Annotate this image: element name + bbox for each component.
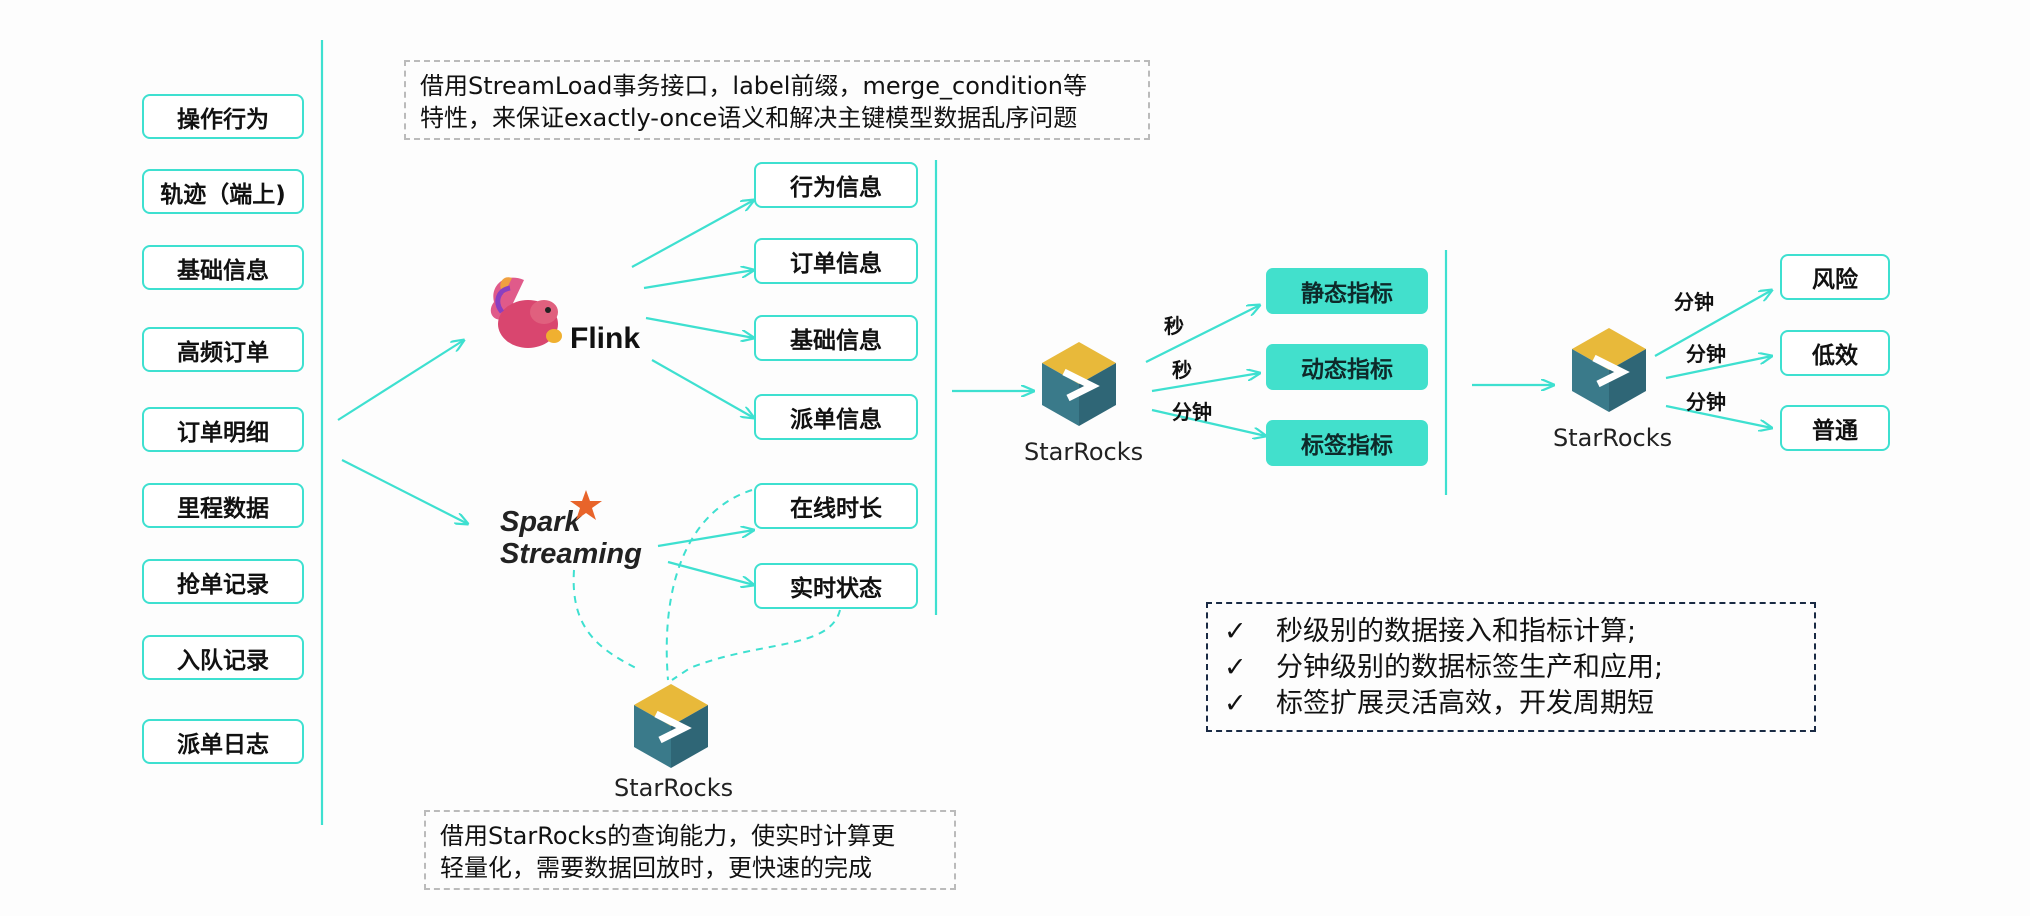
starrocks-logo-icon <box>1572 328 1646 412</box>
source-box: 抢单记录 <box>142 559 304 604</box>
metric-box: 标签指标 <box>1266 420 1428 466</box>
spark-streaming-label: Spark Streaming <box>500 506 642 570</box>
summary-text: 秒级别的数据接入和指标计算; <box>1276 616 1637 647</box>
flink-label: Flink <box>570 322 641 355</box>
output-box: 风险 <box>1780 254 1890 300</box>
info-box: 行为信息 <box>754 162 918 208</box>
summary-row: ✓ 分钟级别的数据标签生产和应用; <box>1224 650 1798 686</box>
source-box: 里程数据 <box>142 483 304 528</box>
info-box: 派单信息 <box>754 394 918 440</box>
source-box: 高频订单 <box>142 327 304 372</box>
note-bottom-line2: 轻量化，需要数据回放时，更快速的完成 <box>440 854 872 882</box>
starrocks-label: StarRocks <box>1553 424 1673 452</box>
info-box: 基础信息 <box>754 315 918 361</box>
source-box: 轨迹（端上) <box>142 169 304 214</box>
summary-row: ✓ 秒级别的数据接入和指标计算; <box>1224 614 1798 650</box>
starrocks-logo-icon <box>1042 342 1116 426</box>
spark-star-icon <box>570 490 602 520</box>
starrocks-label: StarRocks <box>1024 438 1144 466</box>
source-box: 订单明细 <box>142 407 304 452</box>
dashed-status-to-sr <box>671 609 841 681</box>
note-top-line2: 特性，来保证exactly-once语义和解决主键模型数据乱序问题 <box>420 104 1078 132</box>
summary-row: ✓ 标签扩展灵活高效，开发周期短 <box>1224 686 1798 722</box>
metric-box: 静态指标 <box>1266 268 1428 314</box>
source-box: 派单日志 <box>142 719 304 764</box>
flink-squirrel-icon <box>490 277 562 348</box>
note-bottom-line1: 借用StarRocks的查询能力，使实时计算更 <box>440 822 896 850</box>
spark-label: Spark <box>500 506 581 538</box>
check-icon: ✓ <box>1224 688 1247 719</box>
streaming-label: Streaming <box>500 538 642 570</box>
source-box: 基础信息 <box>142 245 304 290</box>
check-icon: ✓ <box>1224 652 1247 683</box>
info-box: 实时状态 <box>754 563 918 609</box>
check-icon: ✓ <box>1224 616 1247 647</box>
output-box: 低效 <box>1780 330 1890 376</box>
edge-label: 秒 <box>1164 314 1184 338</box>
metric-box: 动态指标 <box>1266 344 1428 390</box>
edge-label: 分钟 <box>1674 290 1714 314</box>
edge-label: 分钟 <box>1172 400 1212 424</box>
dashed-spark-to-sr <box>572 569 641 671</box>
edge-label: 分钟 <box>1686 342 1726 366</box>
edge-label: 秒 <box>1172 358 1192 382</box>
summary-box: ✓ 秒级别的数据接入和指标计算; ✓ 分钟级别的数据标签生产和应用; ✓ 标签扩… <box>1206 602 1816 732</box>
note-starrocks-query: 借用StarRocks的查询能力，使实时计算更 轻量化，需要数据回放时，更快速的… <box>424 810 956 890</box>
info-box: 在线时长 <box>754 483 918 529</box>
output-box: 普通 <box>1780 405 1890 451</box>
edge-label: 分钟 <box>1686 390 1726 414</box>
starrocks-label: StarRocks <box>614 774 734 802</box>
note-top-line1: 借用StreamLoad事务接口，label前缀，merge_condition… <box>420 72 1088 100</box>
summary-text: 标签扩展灵活高效，开发周期短 <box>1276 688 1654 719</box>
source-box: 操作行为 <box>142 94 304 139</box>
source-box: 入队记录 <box>142 635 304 680</box>
info-box: 订单信息 <box>754 238 918 284</box>
dashed-online-to-sr <box>665 489 753 681</box>
note-streamload: 借用StreamLoad事务接口，label前缀，merge_condition… <box>404 60 1150 140</box>
starrocks-logo-icon <box>634 684 708 768</box>
summary-text: 分钟级别的数据标签生产和应用; <box>1276 652 1664 683</box>
